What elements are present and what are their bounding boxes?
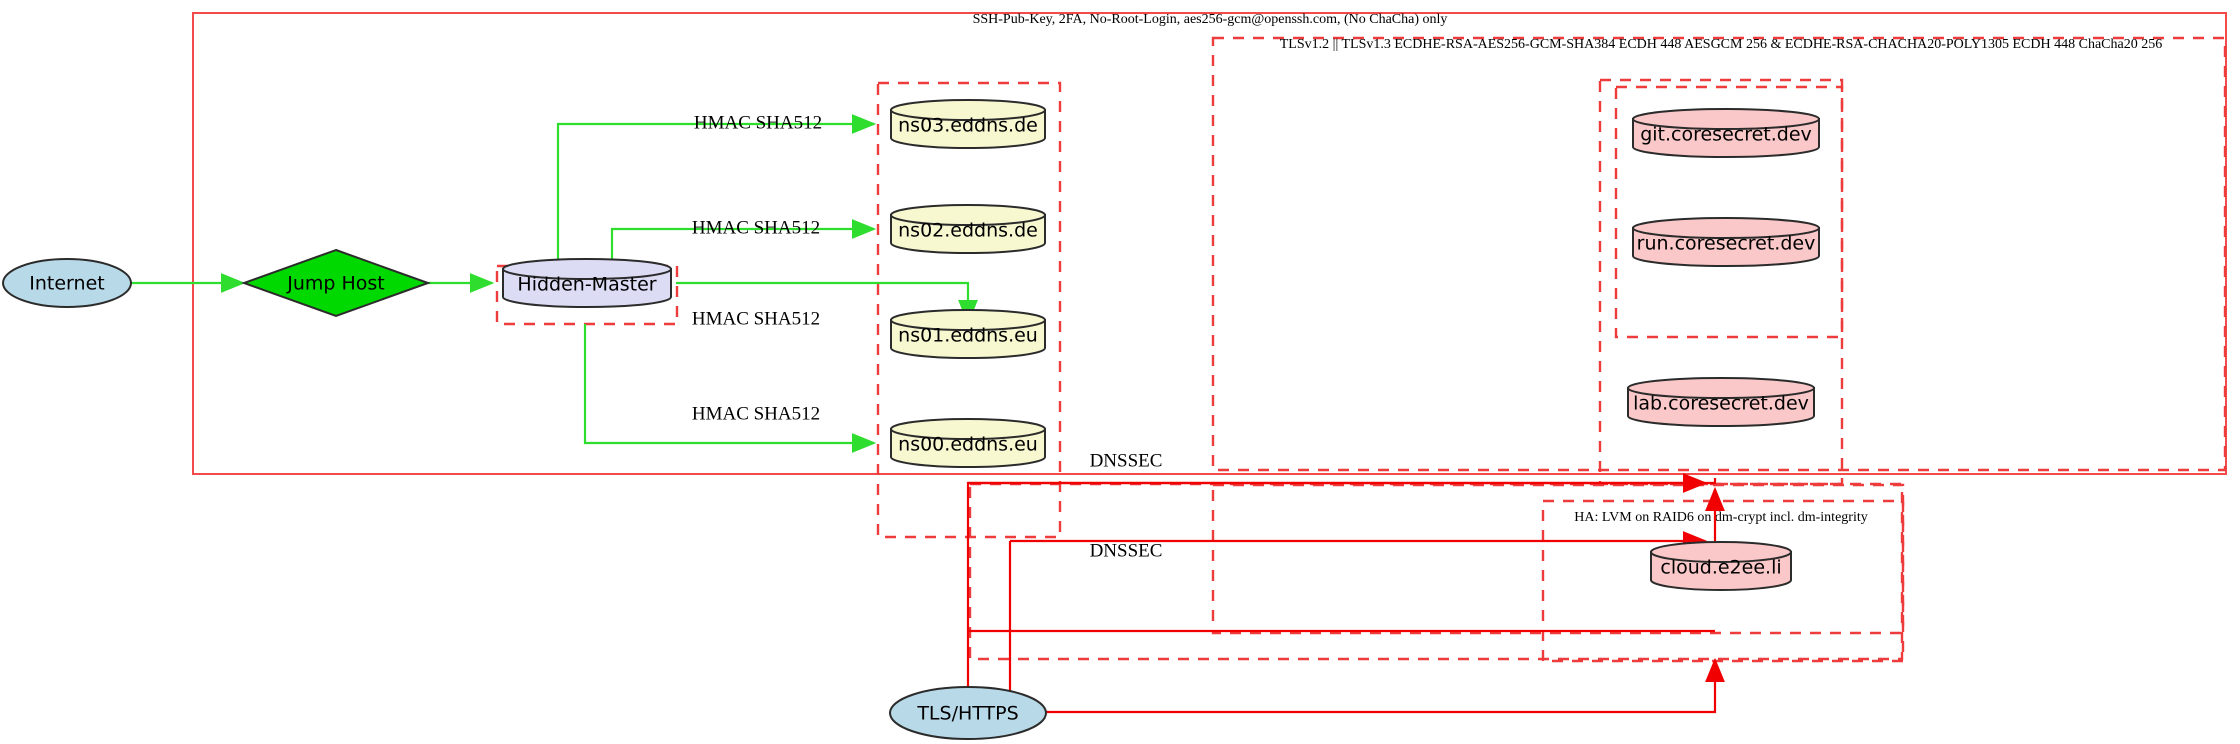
node-git-coresecret[interactable]: git.coresecret.dev xyxy=(1632,108,1820,158)
cluster-coresecret-inner-zone xyxy=(1614,85,1844,339)
node-ns01-label: ns01.eddns.eu xyxy=(898,325,1038,347)
edge-dnssec-lower xyxy=(1010,657,1725,714)
node-internet-label: Internet xyxy=(29,273,104,295)
cluster-ssh-zone: SSH-Pub-Key, 2FA, No-Root-Login, aes256-… xyxy=(192,12,2227,475)
node-lab-coresecret-label: lab.coresecret.dev xyxy=(1633,393,1809,415)
edge-dnssec-lower-rail: DNSSEC xyxy=(1008,531,1708,712)
node-hidden-master[interactable]: Hidden-Master xyxy=(502,258,672,308)
node-ns02-label: ns02.eddns.de xyxy=(898,220,1038,242)
edge-label-dnssec-upper: DNSSEC xyxy=(1090,450,1163,471)
node-internet[interactable]: Internet xyxy=(2,258,132,308)
cluster-ssh-zone-label: SSH-Pub-Key, 2FA, No-Root-Login, aes256-… xyxy=(973,12,1448,27)
node-tls-https-label: TLS/HTTPS xyxy=(916,703,1018,725)
node-ns00[interactable]: ns00.eddns.eu xyxy=(890,418,1046,468)
node-ns03[interactable]: ns03.eddns.de xyxy=(890,99,1046,149)
edge-label-hmac-ns01: HMAC SHA512 xyxy=(692,308,820,329)
cluster-tls-zone: TLSv1.2 || TLSv1.3 ECDHE-RSA-AES256-GCM-… xyxy=(1211,36,2227,472)
edge-label-dnssec-lower: DNSSEC xyxy=(1090,540,1163,561)
node-run-coresecret-label: run.coresecret.dev xyxy=(1637,233,1816,255)
edge-hidden-master-to-ns00: HMAC SHA512 xyxy=(583,324,877,453)
node-jump-host[interactable]: Jump Host xyxy=(241,248,431,318)
node-ns01[interactable]: ns01.eddns.eu xyxy=(890,309,1046,359)
node-cloud-e2ee-label: cloud.e2ee.li xyxy=(1660,557,1781,579)
node-hidden-master-label: Hidden-Master xyxy=(517,274,656,296)
edge-label-hmac-ns02: HMAC SHA512 xyxy=(692,217,820,238)
node-jump-host-label: Jump Host xyxy=(286,273,385,295)
node-git-coresecret-label: git.coresecret.dev xyxy=(1640,124,1812,146)
cluster-tls-zone-label: TLSv1.2 || TLSv1.3 ECDHE-RSA-AES256-GCM-… xyxy=(1280,37,2162,52)
node-ns03-label: ns03.eddns.de xyxy=(898,115,1038,137)
edge-label-hmac-ns03: HMAC SHA512 xyxy=(694,112,822,133)
node-cloud-e2ee[interactable]: cloud.e2ee.li xyxy=(1650,541,1792,591)
edge-dnssec-upper: DNSSEC xyxy=(966,450,1717,700)
node-run-coresecret[interactable]: run.coresecret.dev xyxy=(1632,217,1820,267)
edge-hidden-master-to-ns03: HMAC SHA512 xyxy=(556,112,877,266)
cluster-dnssec-inner-zone xyxy=(1211,483,1905,635)
edge-hidden-master-to-ns02: HMAC SHA512 xyxy=(610,217,877,266)
cluster-ha-zone-label: HA: LVM on RAID6 on dm-crypt incl. dm-in… xyxy=(1574,510,1867,525)
node-lab-coresecret[interactable]: lab.coresecret.dev xyxy=(1627,377,1815,427)
node-ns00-label: ns00.eddns.eu xyxy=(898,434,1038,456)
edge-label-hmac-ns00: HMAC SHA512 xyxy=(692,403,820,424)
node-ns02[interactable]: ns02.eddns.de xyxy=(890,204,1046,254)
node-tls-https[interactable]: TLS/HTTPS xyxy=(889,686,1047,740)
